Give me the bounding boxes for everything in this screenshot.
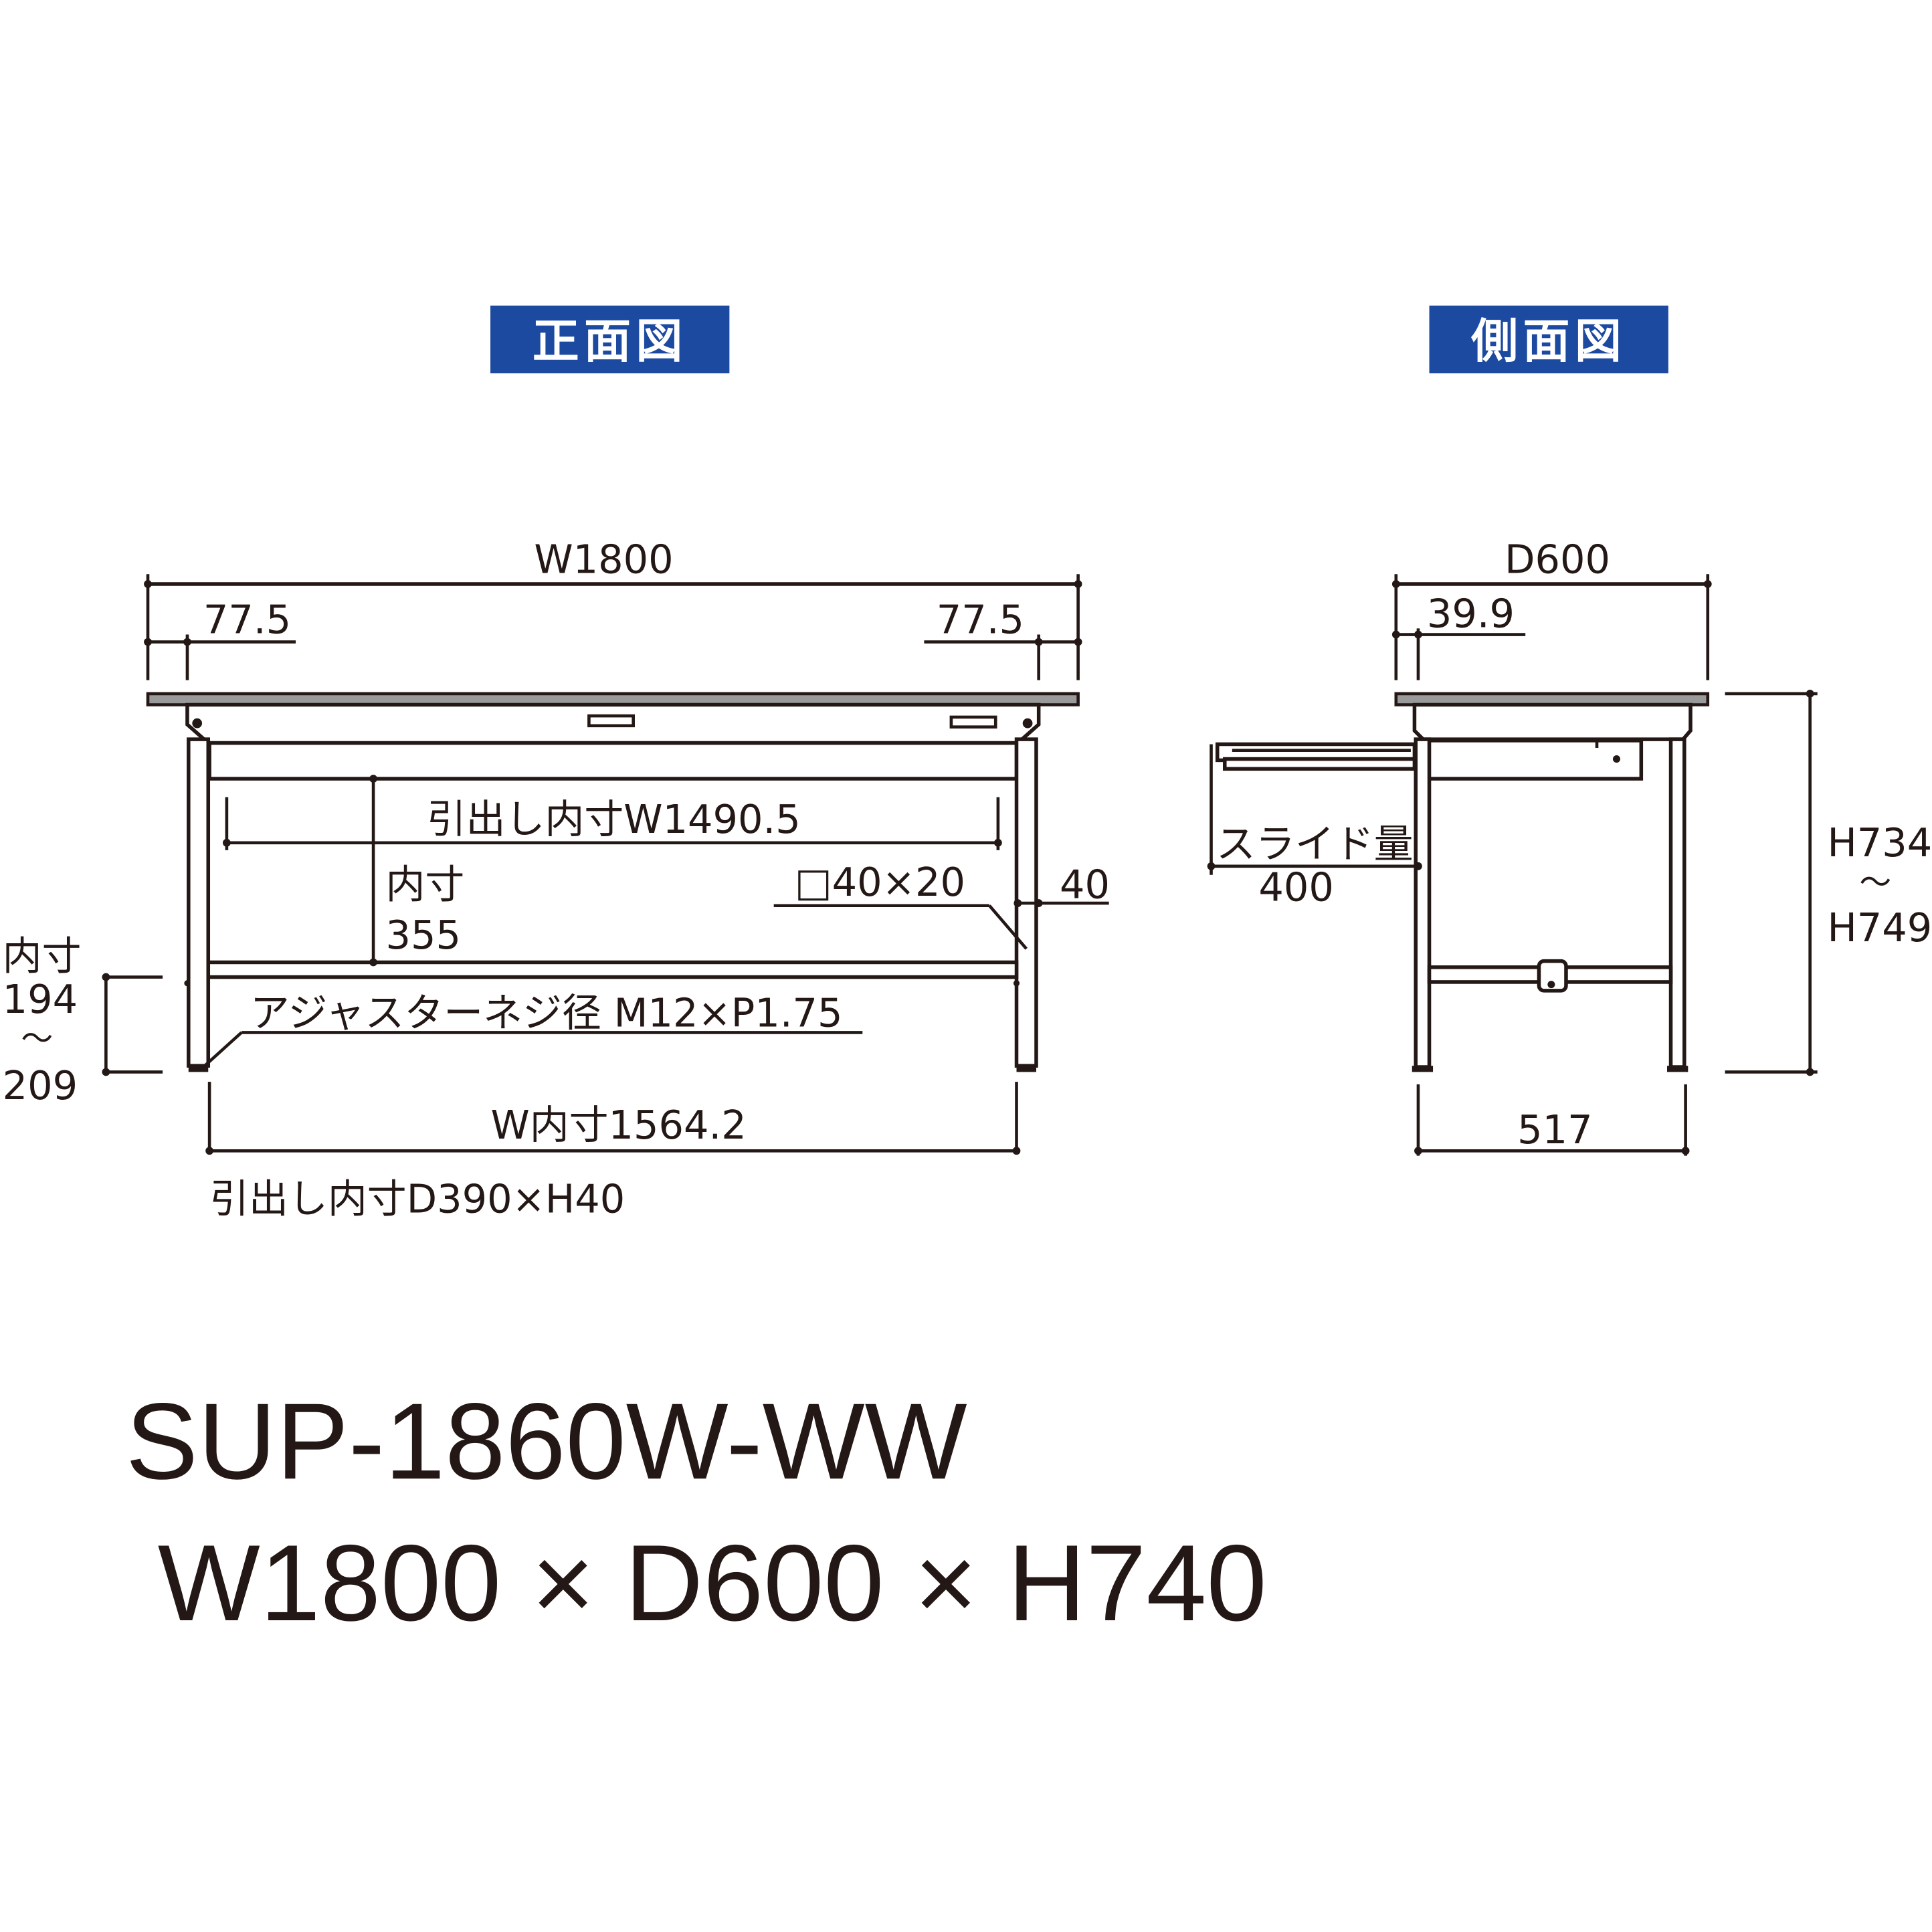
side-view: D600 39.9 スライド量 400 <box>1207 536 1932 1156</box>
front-inner-width: W内寸1564.2 <box>490 1102 746 1148</box>
side-adjuster-front <box>1412 1066 1434 1072</box>
front-inner-height-label: 内寸 <box>385 862 464 908</box>
front-view-title: 正面図 <box>533 314 688 369</box>
front-view: W1800 77.5 77.5 <box>3 536 1110 1222</box>
side-height-tilde: ～ <box>1859 864 1891 901</box>
side-rail-bracket <box>1537 959 1568 993</box>
front-underside-min: 194 <box>3 976 78 1022</box>
front-drawer-inner-dims: 引出し内寸D390×H40 <box>209 1175 625 1222</box>
front-frame-height: 40 <box>1060 862 1110 908</box>
side-view-header: 側面図 <box>1429 305 1668 374</box>
side-view-header-bg <box>1429 305 1668 374</box>
front-apron <box>185 702 1041 745</box>
front-underside-max: 209 <box>3 1062 78 1108</box>
side-height-max: H749 <box>1827 904 1932 951</box>
front-adjuster-right <box>1016 1066 1036 1072</box>
front-view-header-bg <box>490 305 730 374</box>
front-bottom-rail <box>206 960 1019 979</box>
side-slide-label: スライド量 <box>1216 821 1414 867</box>
side-slide-value: 400 <box>1258 864 1333 910</box>
front-drawer-inner-width: 引出し内寸W1490.5 <box>427 796 801 842</box>
side-depth-label: D600 <box>1505 536 1610 582</box>
side-view-title: 側面図 <box>1470 314 1626 369</box>
model-size: W1800 × D600 × H740 <box>158 1523 1267 1644</box>
front-load-label <box>949 715 997 729</box>
model-code: SUP-1860W-WW <box>126 1381 967 1502</box>
side-slide-rail-inner <box>1223 757 1417 771</box>
front-leg-left <box>187 737 211 1068</box>
front-drawer <box>207 741 1019 781</box>
front-underside-label: 内寸 <box>3 933 82 979</box>
side-leg-back <box>1668 737 1686 1069</box>
side-offset: 39.9 <box>1427 590 1515 636</box>
side-drawer <box>1426 739 1644 781</box>
front-adjuster-spec: アジャスターネジ径 M12×P1.75 <box>250 989 843 1036</box>
front-leg-offset-right: 77.5 <box>937 597 1024 643</box>
side-height-min: H734 <box>1827 819 1932 866</box>
side-base-depth: 517 <box>1517 1106 1592 1153</box>
front-adjuster-left <box>188 1066 209 1072</box>
front-view-header: 正面図 <box>490 305 730 374</box>
front-underside-tilde: ～ <box>21 1021 53 1058</box>
side-leg-front <box>1414 737 1432 1069</box>
side-frame <box>1412 702 1693 741</box>
side-adjuster-back <box>1667 1066 1688 1072</box>
front-inner-height-value: 355 <box>385 912 460 958</box>
front-pipe-size: □40×20 <box>795 859 965 905</box>
front-leg-offset-left: 77.5 <box>203 597 291 643</box>
front-width-label: W1800 <box>534 536 673 582</box>
front-drawer-handle <box>587 714 636 728</box>
